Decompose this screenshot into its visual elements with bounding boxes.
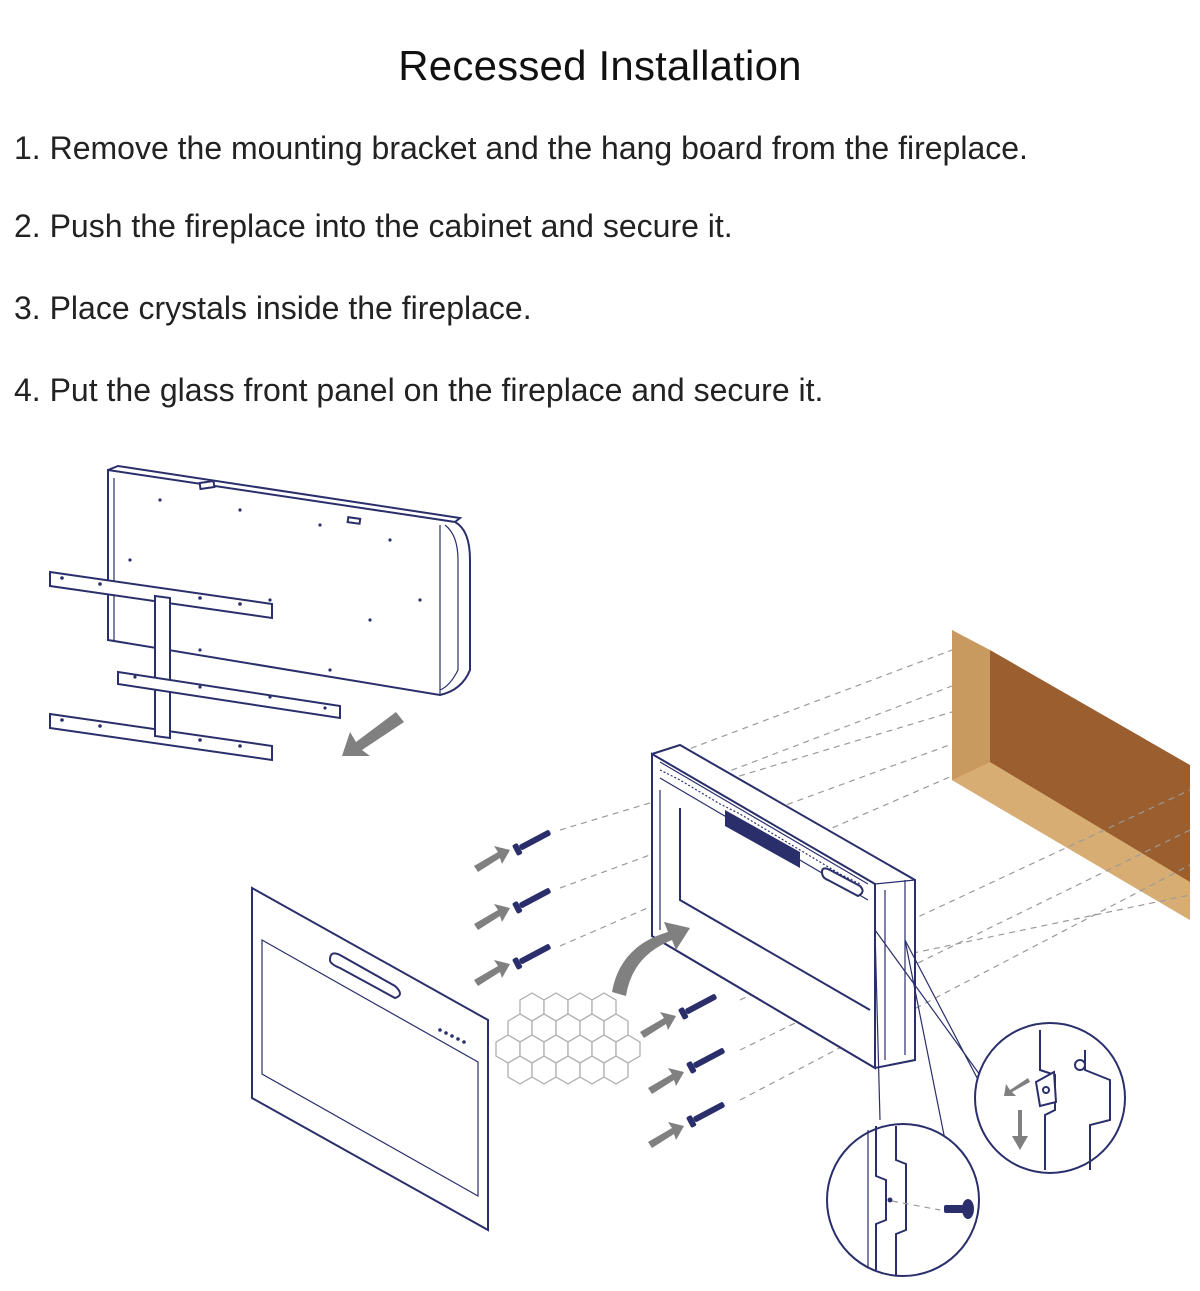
mounting-bracket bbox=[49, 570, 273, 762]
screws-left bbox=[512, 830, 551, 970]
screw-icon bbox=[944, 1199, 974, 1219]
page-title: Recessed Installation bbox=[398, 42, 802, 90]
arrow-up-right-icon bbox=[474, 846, 510, 986]
fireplace-back-view bbox=[107, 464, 471, 697]
step-3: 3. Place crystals inside the fireplace. bbox=[14, 290, 532, 326]
glass-front-panel bbox=[251, 886, 489, 1232]
crystals bbox=[495, 992, 641, 1085]
curved-arrow-icon bbox=[612, 922, 690, 996]
hang-board bbox=[117, 670, 341, 720]
step-4: 4. Put the glass front panel on the fire… bbox=[14, 372, 824, 408]
cabinet-recess bbox=[952, 630, 1190, 920]
installation-diagram bbox=[49, 464, 1191, 1277]
arrow-down-left-icon bbox=[342, 712, 404, 756]
arrow-up-right-icon-right bbox=[640, 1012, 684, 1148]
screws-right bbox=[678, 994, 725, 1128]
step-1: 1. Remove the mounting bracket and the h… bbox=[14, 130, 1028, 166]
fireplace-body bbox=[651, 743, 916, 1070]
step-2: 2. Push the fireplace into the cabinet a… bbox=[14, 208, 733, 244]
detail-circle-bottom bbox=[826, 1123, 980, 1277]
detail-circle-top bbox=[974, 1022, 1126, 1174]
